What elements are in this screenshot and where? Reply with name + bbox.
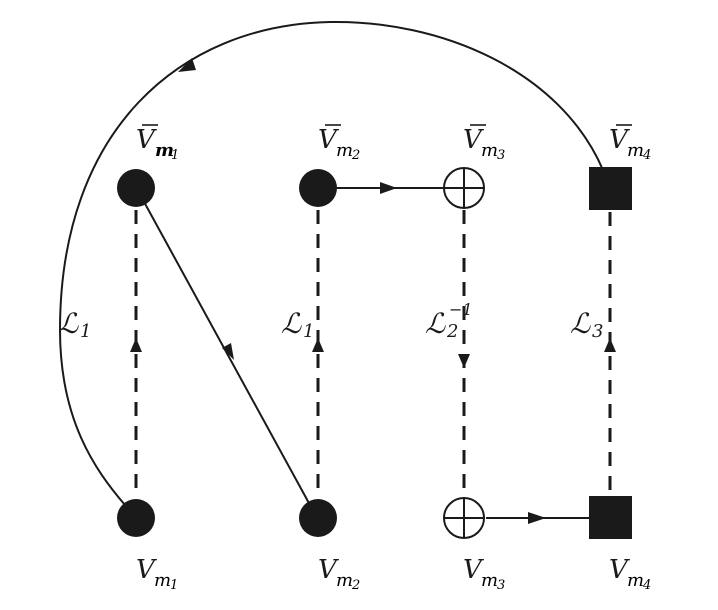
svg-text:ℒ: ℒ [281, 307, 302, 340]
bottom-label-4: V m 4 [609, 555, 651, 593]
svg-text:3: 3 [497, 578, 505, 593]
svg-text:ℒ: ℒ [425, 307, 446, 340]
svg-text:4: 4 [642, 148, 651, 163]
arc-edge [58, 20, 604, 506]
bottom-label-2: V m 2 [318, 555, 360, 593]
top-horizontal-arrow-icon [380, 182, 397, 194]
svg-text:V: V [463, 125, 484, 155]
svg-text:ℒ: ℒ [58, 307, 79, 340]
svg-text:m: m [481, 140, 498, 161]
svg-text:3: 3 [592, 321, 603, 342]
bottom-horizontal-arrow-icon [528, 512, 546, 524]
bottom-label-3: V m 3 [463, 555, 505, 593]
top-node-2 [299, 169, 337, 207]
top-node-1 [117, 169, 155, 207]
link-label-1: ℒ 1 [58, 307, 91, 342]
arc-arrow-icon [178, 58, 196, 72]
svg-text:m: m [627, 140, 644, 161]
top-node-3 [443, 167, 485, 209]
link-4-up-arrow-icon [604, 338, 616, 352]
diagonal-arrow-icon [222, 343, 234, 360]
bottom-node-2 [299, 499, 337, 537]
svg-text:V: V [463, 555, 484, 585]
link-2-up-arrow-icon [312, 338, 324, 352]
svg-text:4: 4 [642, 578, 651, 593]
svg-text:ℒ: ℒ [570, 307, 591, 340]
svg-text:m: m [481, 570, 498, 591]
svg-text:m: m [336, 140, 353, 161]
svg-text:V: V [136, 555, 157, 585]
svg-text:2: 2 [446, 321, 458, 342]
link-3-down-arrow-icon [458, 354, 470, 368]
svg-text:V: V [609, 125, 630, 155]
link-label-4: ℒ 3 [570, 307, 603, 342]
link-label-2: ℒ 1 [281, 307, 314, 342]
bottom-node-3 [443, 497, 485, 539]
bottom-node-4 [589, 496, 632, 539]
top-label-4: V m 4 [609, 124, 651, 163]
link-label-3: ℒ 2 −1 [425, 300, 473, 342]
top-label-3: V m 3 [463, 124, 505, 163]
top-label-1: V m 1 [136, 124, 179, 163]
svg-text:−1: −1 [449, 300, 473, 319]
svg-text:1: 1 [303, 321, 314, 342]
svg-text:1: 1 [171, 148, 179, 163]
svg-text:1: 1 [170, 578, 178, 593]
svg-text:m: m [336, 570, 353, 591]
svg-text:m: m [155, 140, 174, 161]
svg-text:2: 2 [351, 148, 360, 163]
link-1-up-arrow-icon [130, 338, 142, 352]
svg-text:2: 2 [351, 578, 360, 593]
svg-text:m: m [627, 570, 644, 591]
top-label-2: V m 2 [318, 124, 360, 163]
bottom-node-1 [117, 499, 155, 537]
svg-text:m: m [154, 570, 171, 591]
svg-text:V: V [136, 125, 157, 155]
svg-text:V: V [318, 125, 339, 155]
bottom-label-1: V m 1 [136, 555, 178, 593]
svg-text:V: V [318, 555, 339, 585]
svg-text:3: 3 [497, 148, 505, 163]
svg-text:V: V [609, 555, 630, 585]
svg-text:1: 1 [80, 321, 91, 342]
top-node-4 [589, 167, 632, 210]
